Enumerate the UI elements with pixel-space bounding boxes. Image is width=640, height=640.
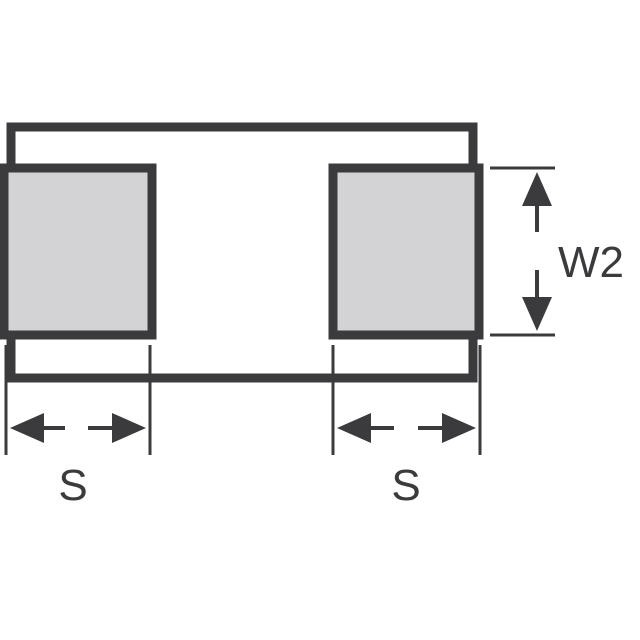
s-dimension-right xyxy=(331,345,482,455)
s-left-label: S xyxy=(58,461,87,510)
s-right-label: S xyxy=(391,461,420,510)
s-dimension-left xyxy=(4,345,152,455)
right-pad xyxy=(328,163,484,340)
w2-arrow-up-icon xyxy=(522,172,552,206)
s-right-arrow-left-icon xyxy=(337,413,371,443)
left-pad xyxy=(0,163,157,340)
s-left-arrow-right-icon xyxy=(112,413,146,443)
w2-arrow-down-icon xyxy=(522,297,552,331)
w2-dimension xyxy=(490,166,555,337)
s-right-arrow-right-icon xyxy=(442,413,476,443)
w2-label: W2 xyxy=(558,238,624,287)
s-left-arrow-left-icon xyxy=(10,413,44,443)
